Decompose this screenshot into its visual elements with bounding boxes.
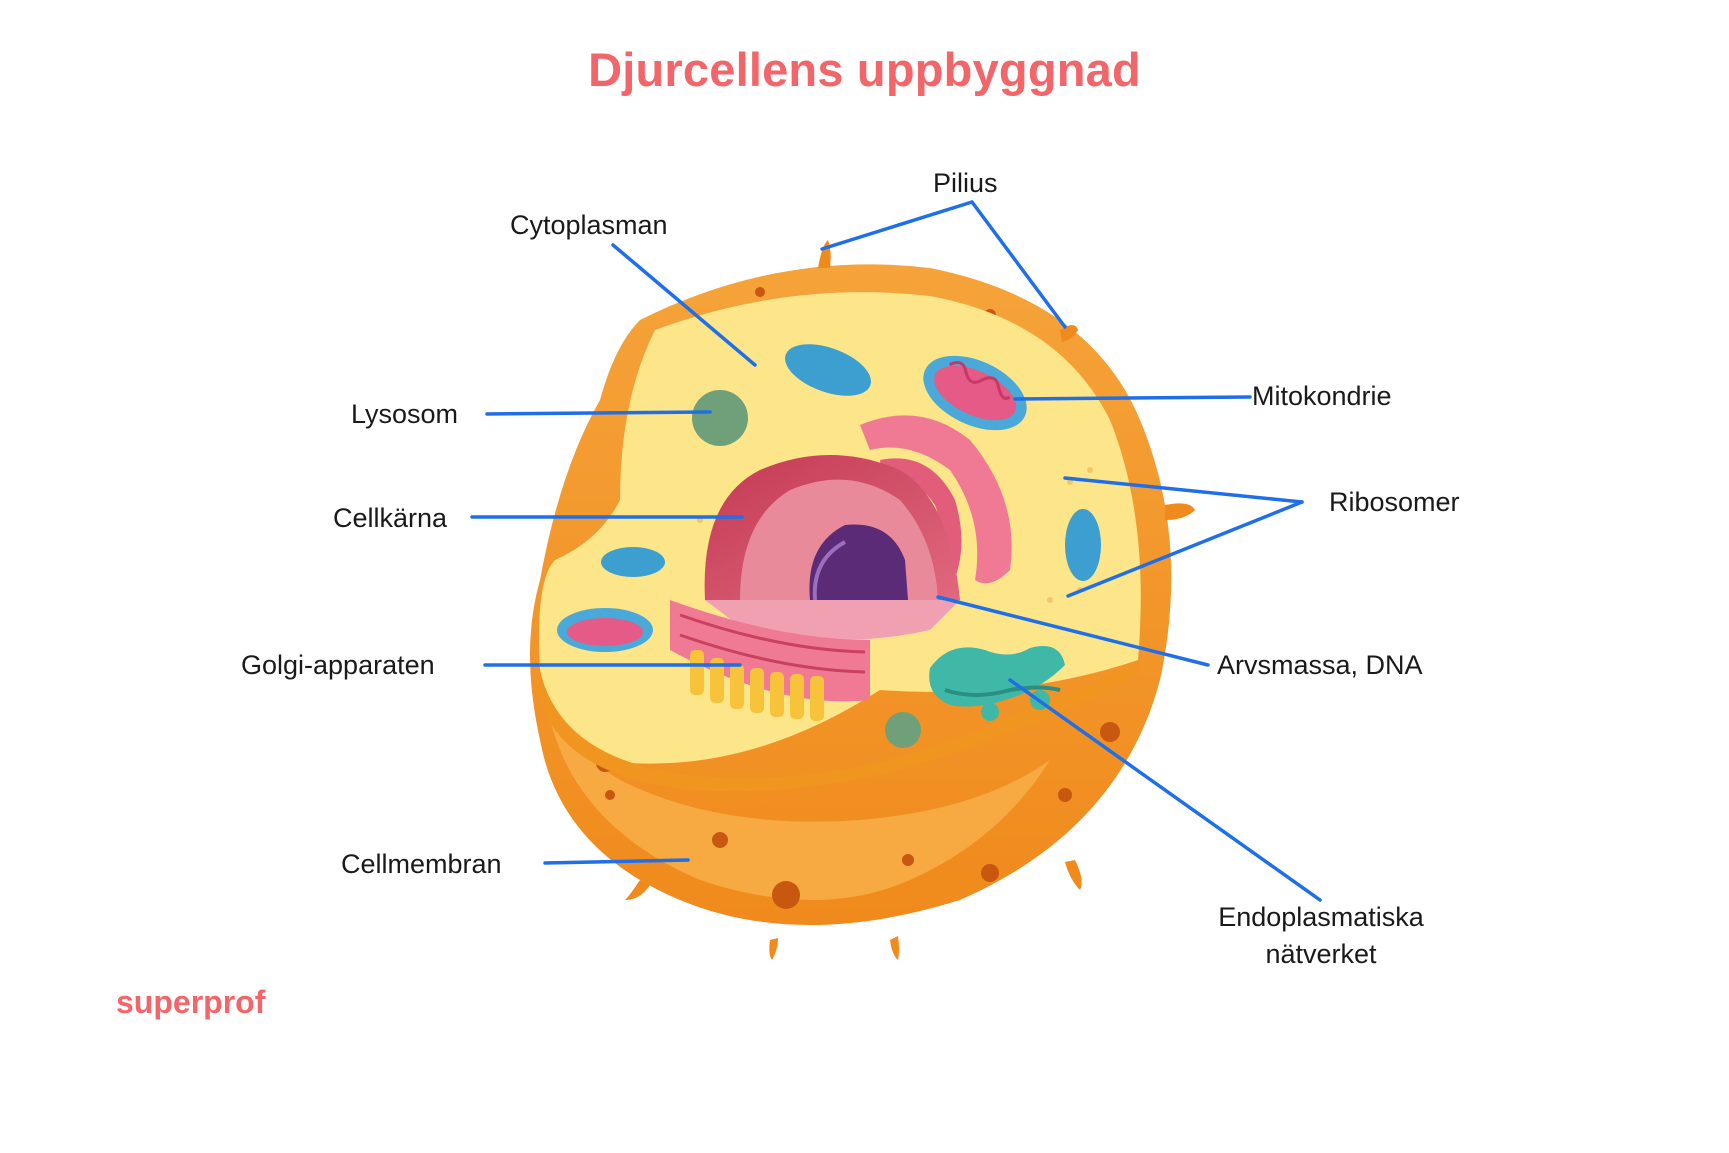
leader-lines — [470, 200, 1322, 902]
line-lysosom — [485, 410, 712, 416]
label-pilius: Pilius — [933, 168, 998, 198]
label-ribosomer: Ribosomer — [1329, 487, 1460, 517]
line-cytoplasman — [611, 243, 757, 367]
mitochondrion-top-right — [923, 355, 1027, 431]
vesicle-top — [785, 344, 871, 396]
diagram-title: Djurcellens uppbyggnad — [588, 43, 1141, 96]
mitochondrion-left — [557, 608, 653, 652]
line-ribosomer-top — [1063, 476, 1304, 504]
label-endoplasmatiska: Endoplasmatiska nätverket — [1186, 901, 1456, 970]
label-cellkarna: Cellkärna — [333, 503, 448, 533]
line-cellmembran — [543, 858, 690, 865]
vesicle-right — [1065, 509, 1101, 581]
line-pilius-left — [820, 200, 974, 251]
line-mitokondrie — [1013, 395, 1252, 401]
lysosome-small — [885, 712, 921, 748]
lysosome — [692, 390, 748, 446]
golgi-apparatus — [670, 600, 870, 721]
vesicle-left — [601, 547, 665, 577]
label-endoplasmatiska-line1: Endoplasmatiska — [1218, 902, 1424, 932]
line-endoplasmatiska — [1008, 678, 1322, 902]
line-pilius-right — [970, 200, 1067, 329]
label-mitokondrie: Mitokondrie — [1252, 381, 1392, 411]
label-golgi: Golgi-apparaten — [241, 650, 435, 680]
label-cytoplasman: Cytoplasman — [510, 210, 668, 240]
label-cellmembran: Cellmembran — [341, 849, 502, 879]
label-arvsmassa: Arvsmassa, DNA — [1217, 650, 1423, 680]
label-lysosom: Lysosom — [351, 399, 459, 429]
line-ribosomer-bottom — [1066, 500, 1304, 598]
line-arvsmassa — [936, 595, 1210, 667]
rough-er — [860, 415, 1012, 590]
brand-logo: superprof — [116, 984, 266, 1020]
label-endoplasmatiska-line2: nätverket — [1265, 939, 1377, 969]
